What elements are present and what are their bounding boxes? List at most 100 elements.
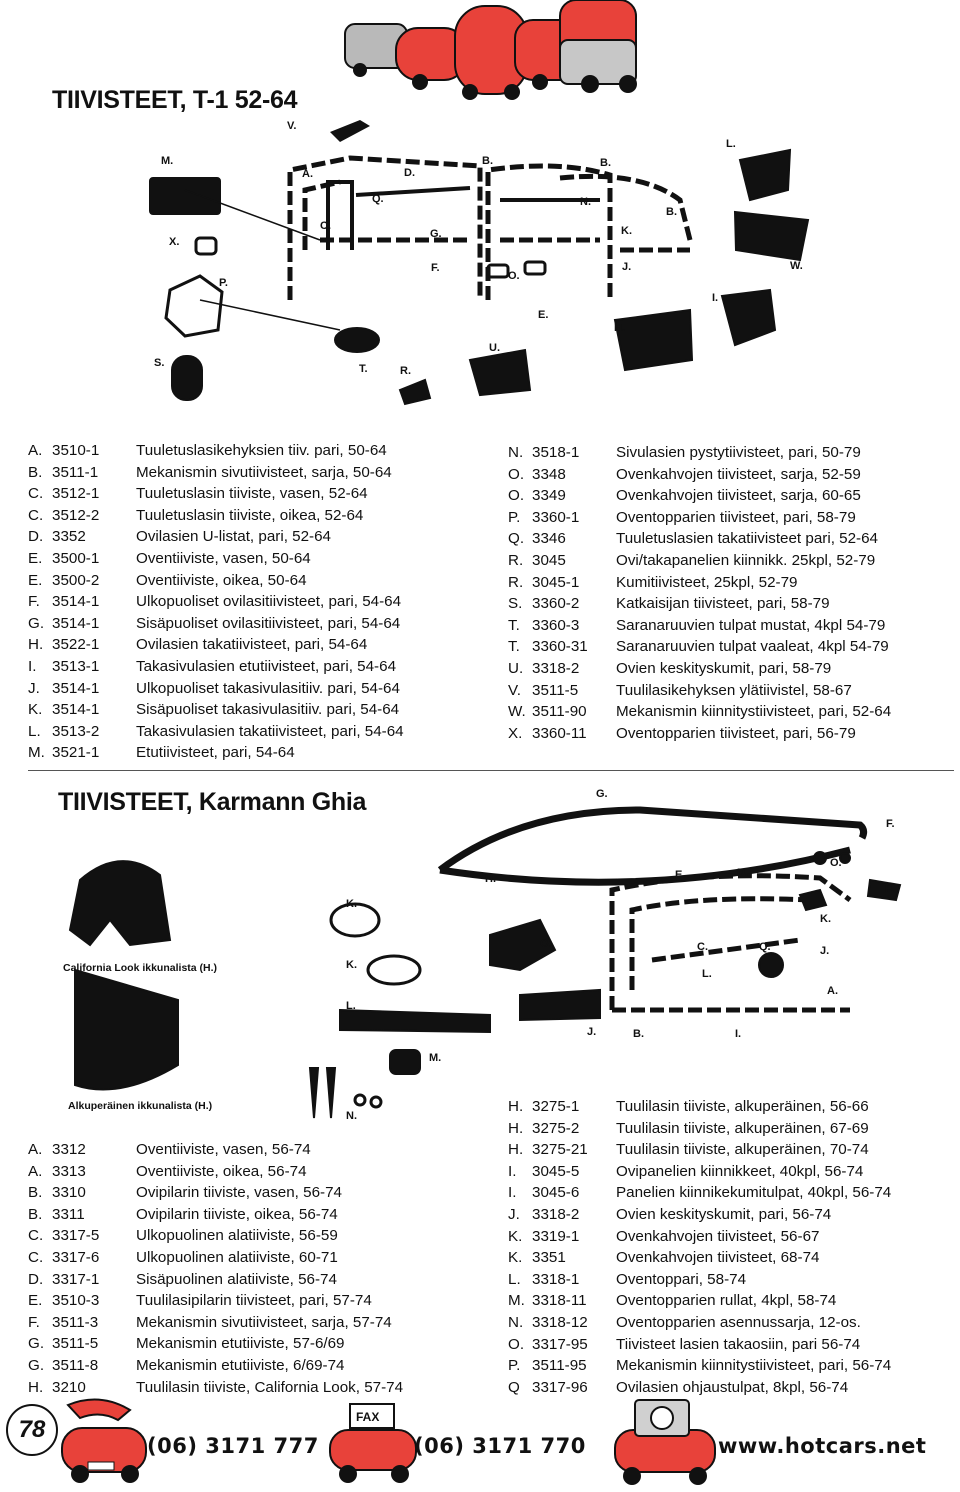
fax-number[interactable]: (06) 3171 770 [414,1434,586,1458]
part-desc: Ulkopuoliset takasivulasitiiv. pari, 54-… [136,679,400,697]
diagram-label: K. [346,898,357,910]
part-letter: G. [28,614,45,632]
part-desc: Sisäpuoliset ovilasitiivisteet, pari, 54… [136,614,401,632]
diagram-label: C. [697,941,708,953]
diagram-label: E. [675,869,686,881]
part-letter: R. [508,551,524,569]
part-desc: Ovilasien takatiivisteet, pari, 54-64 [136,636,368,654]
part-letter: N. [508,444,524,461]
part-code: 3210 [52,1378,86,1396]
part-letter: K. [28,701,43,719]
part-letter: O. [508,487,525,505]
diagram-label: V. [287,120,297,132]
diagram-label: S. [154,357,165,369]
part-letter: O. [508,465,525,483]
part-desc: Oventopparien rullat, 4kpl, 58-74 [616,1292,837,1310]
part-code: 3513-2 [52,722,100,740]
computer-car-icon [614,1399,716,1485]
part-code: 3511-5 [52,1335,99,1353]
part-code: 3513-1 [52,657,100,675]
part-code: 3352 [52,528,86,546]
part-letter: D. [28,528,44,546]
part-code: 3317-95 [532,1335,588,1353]
part-desc: Katkaisijan tiivisteet, pari, 58-79 [616,595,830,613]
part-desc: Sisäpuoliset takasivulasitiiv. pari, 54-… [136,701,400,719]
part-code: 3319-1 [532,1227,580,1245]
website-link[interactable]: www.hotcars.net [718,1434,927,1458]
part-desc: Oventiiviste, vasen, 56-74 [136,1141,311,1158]
part-letter: U. [508,659,524,677]
part-code: 3514-1 [52,679,100,697]
part-letter: E. [28,571,43,589]
part-desc: Saranaruuvien tulpat vaaleat, 4kpl 54-79 [616,638,889,656]
part-letter: R. [508,573,524,591]
part-code: 3511-8 [52,1356,99,1374]
part-code: 3045-1 [532,573,580,591]
part-code: 3360-1 [532,508,580,526]
diagram-label: N. [580,196,591,208]
part-code: 3313 [52,1162,86,1180]
part-letter: T. [508,616,520,634]
part-code: 3348 [532,465,566,483]
part-letter: B. [28,1184,43,1202]
part-code: 3510-1 [52,442,100,459]
part-desc: Sisäpuolinen alatiiviste, 56-74 [136,1270,337,1288]
part-code: 3349 [532,487,566,505]
part-desc: Ovipanelien kiinnikkeet, 40kpl, 56-74 [616,1162,864,1180]
part-desc: Oventopparien tiivisteet, pari, 56-79 [616,724,856,742]
diagram-label: L. [726,138,736,150]
diagram-label: G. [430,228,442,240]
part-desc: Ovilasien U-listat, pari, 52-64 [136,528,331,546]
part-desc: Oventopparien tiivisteet, pari, 58-79 [616,508,856,526]
part-desc: Ovenkahvojen tiivisteet, 68-74 [616,1249,820,1267]
part-desc: Ovenkahvojen tiivisteet, sarja, 52-59 [616,465,861,483]
diagram-label: B. [482,155,493,167]
california-look-caption: California Look ikkunalista (H.) [63,962,218,974]
part-desc: Ovipilarin tiiviste, oikea, 56-74 [136,1205,338,1223]
part-letter: I. [508,1162,517,1180]
part-desc: Ulkopuoliset ovilasitiivisteet, pari, 54… [136,593,402,611]
part-desc: Tuuletuslasikehyksien tiiv. pari, 50-64 [136,442,387,459]
part-code: 3275-1 [532,1098,580,1115]
part-letter: L. [508,1270,521,1288]
part-letter: A. [28,1162,43,1180]
part-letter: D. [28,1270,44,1288]
diagram-label: N. [346,1110,357,1122]
part-desc: Takasivulasien takatiivisteet, pari, 54-… [136,722,404,740]
part-letter: O. [508,1335,525,1353]
diagram-label: F. [886,818,895,830]
part-desc: Mekanismin kiinnitystiivisteet, pari, 56… [616,1357,892,1375]
diagram-label: A. [827,985,838,997]
part-letter: N. [508,1313,524,1331]
diagram-label: O. [830,857,842,869]
part-desc: Mekanismin sivutiivisteet, sarja, 57-74 [136,1313,392,1331]
part-letter: Q. [508,530,525,548]
part-code: 3318-12 [532,1313,588,1331]
part-desc: Ovi/takapanelien kiinnikk. 25kpl, 52-79 [616,551,876,569]
diagram-label: O. [508,270,520,282]
diagram-label: T. [359,363,368,375]
phone-number[interactable]: (06) 3171 777 [147,1434,319,1458]
part-code: 3511-90 [532,703,587,721]
part-desc: Mekanismin etutiiviste, 6/69-74 [136,1356,345,1374]
